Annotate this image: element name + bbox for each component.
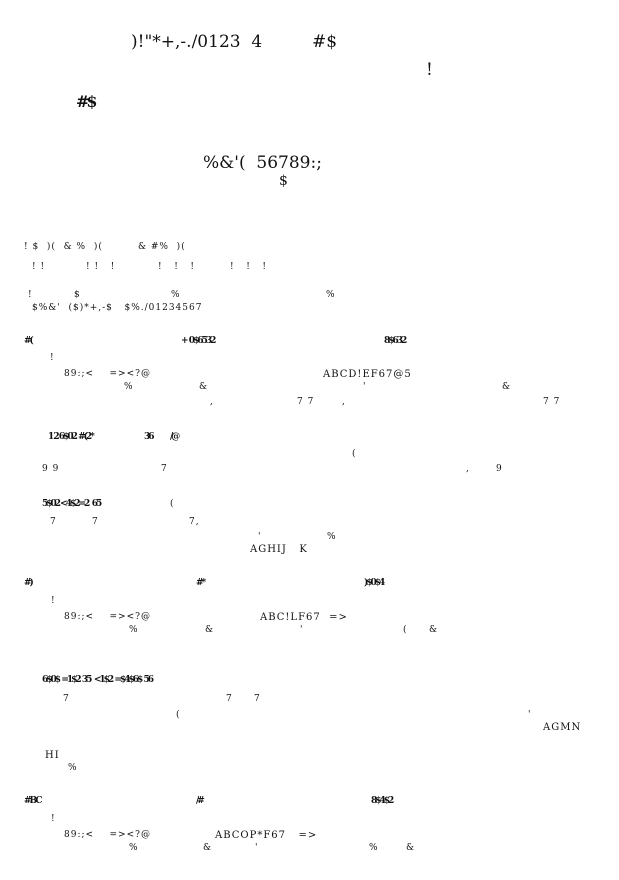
text-run: ! ! ! <box>230 262 268 272</box>
text-run: % <box>326 290 336 300</box>
text-run: ' <box>258 532 262 542</box>
text-run: $ <box>74 290 81 300</box>
text-run: ! <box>51 596 56 606</box>
text-run: ! <box>426 60 433 80</box>
text-run: 89:;< =><?@ <box>64 369 151 379</box>
text-run: ' <box>528 710 532 720</box>
text-run: 7 7 <box>543 397 561 407</box>
text-run: 1 2 6$02 #(2* <box>48 432 95 442</box>
text-run: ! <box>28 290 33 300</box>
text-run: 36 <box>144 432 154 442</box>
text-run: 7, <box>189 517 200 527</box>
text-run: ' <box>255 843 259 853</box>
text-run: 7 <box>50 517 57 527</box>
text-run: + 0$6532 <box>181 336 216 346</box>
text-run: , <box>466 464 470 474</box>
text-run: 6$0$ =1$2 35 <1$2 =$4$6$ 56 <box>42 675 154 685</box>
text-run: 89:;< =><?@ <box>64 830 151 840</box>
text-run: #( <box>24 336 34 346</box>
text-run: ' <box>363 382 367 392</box>
text-run: )$0$4 <box>364 578 385 588</box>
text-run: % <box>369 843 379 853</box>
text-run: ! <box>50 353 55 363</box>
text-run: $%&' ($)*+,-$ $%./01234567 <box>32 303 203 313</box>
text-run: ' <box>300 625 304 635</box>
text-run: %&'( 56789:; <box>203 153 322 173</box>
text-run: ! ! ! <box>158 262 196 272</box>
text-run: & <box>199 382 209 392</box>
text-run: , <box>342 397 346 407</box>
text-run: 8$632 <box>384 336 407 346</box>
text-run: % <box>129 843 139 853</box>
text-run: ABCOP*F67 => <box>215 830 318 841</box>
text-run: 7 <box>254 694 261 704</box>
text-run: % <box>129 625 139 635</box>
text-run: ( <box>170 499 175 509</box>
text-run: #* <box>196 578 206 588</box>
text-run: 7 <box>63 694 70 704</box>
text-run: ! ! ! <box>86 262 116 272</box>
text-run: % <box>124 382 134 392</box>
text-run: & #% )( <box>138 242 186 252</box>
text-run: 89:;< =><?@ <box>64 612 151 622</box>
text-run: 9 <box>496 464 503 474</box>
text-run: ( <box>176 710 181 720</box>
text-run: 8$4$2 <box>371 796 394 806</box>
text-run: 7 7 <box>297 397 315 407</box>
text-run: % <box>68 763 78 773</box>
text-run: $ <box>279 173 288 189</box>
text-run: #BC <box>24 796 43 806</box>
text-run: & <box>406 843 416 853</box>
text-run: ABCD!EF67@5 <box>323 369 412 380</box>
text-run: ABC!LF67 => <box>260 612 348 623</box>
text-run: 7 <box>92 517 99 527</box>
text-run: 7 <box>161 464 168 474</box>
text-run: /@ <box>170 432 180 442</box>
text-run: ( <box>403 625 408 635</box>
text-run: ! ! <box>32 262 46 272</box>
text-run: HI <box>45 750 60 761</box>
text-run: ! $ )( & % )( <box>24 242 103 252</box>
text-run: #) <box>24 578 34 588</box>
text-run: 9 9 <box>42 464 60 474</box>
text-run: ( <box>352 449 357 459</box>
text-run: AGHIJ K <box>250 544 308 555</box>
text-run: 5$02 <4$2=2 65 <box>42 499 102 509</box>
text-run: & <box>205 625 215 635</box>
text-run: 7 <box>226 694 233 704</box>
text-run: & <box>203 843 213 853</box>
text-run: & <box>429 625 439 635</box>
text-run: )!"*+,-./0123 4 <box>131 32 263 52</box>
text-run: , <box>210 397 214 407</box>
text-run: /# <box>196 796 205 806</box>
text-run: & <box>502 382 512 392</box>
text-run: % <box>327 532 337 542</box>
text-run: AGMN <box>543 722 582 733</box>
text-run: #$ <box>76 92 97 111</box>
text-run: #$ <box>312 32 338 52</box>
text-run: ! <box>51 814 56 824</box>
text-run: % <box>171 290 181 300</box>
